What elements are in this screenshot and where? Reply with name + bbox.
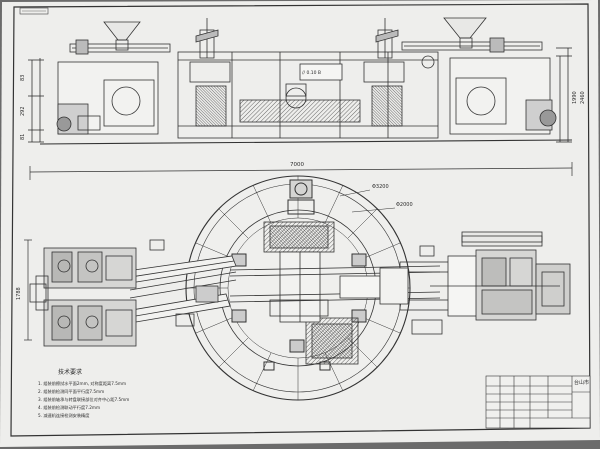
dim-left-292: 292 [20,106,26,116]
technical-requirements: 技术要求 1. 组装前擦拭水平面2mm, 对称度距离7.5mm 2. 组装前检测… [38,368,129,419]
overall-width-dimension [29,162,573,180]
title-block [485,375,591,429]
dim-overall-width: 7000 [290,162,304,168]
right-screw-barrel [401,41,543,51]
dim-diameter-inner: Φ2000 [396,202,413,208]
center-readout: // 0.10 B [302,70,321,76]
right-cylinder [371,85,403,127]
tech-req-item-3: 3. 组装前轴承与转盘联接部位对齐中心距7.5mm [38,396,129,403]
plan-left-dimension [24,239,32,341]
dim-right-2460: 2460 [580,91,586,104]
title-block-company: 台山市 [574,379,589,386]
sheet-corner-box [19,7,49,15]
left-injection-units [29,239,237,347]
dim-left-81: 81 [20,134,26,140]
dim-diameter-outer: Φ3200 [372,184,389,190]
top-elevation-view [28,17,573,145]
tech-req-item-2: 2. 组装前检测同平面平行度7.5mm [38,388,104,395]
tech-req-title: 技术要求 [58,368,82,376]
tech-req-item-4: 4. 组装前检测联动平行度7.2mm [38,404,100,411]
dim-right-1990: 1990 [572,91,578,104]
tech-req-item-5: 5. 减速机连接检测安装精度 [38,412,90,419]
right-injection-unit [379,231,571,335]
left-screw-barrel [69,43,171,53]
diameter-leaders [339,189,396,213]
center-cross-frame [229,221,441,365]
dim-plan-left: 1788 [16,287,22,300]
tech-req-item-1: 1. 组装前擦拭水平面2mm, 对称度距离7.5mm [38,380,126,387]
center-frame [177,51,439,139]
dim-left-83: 83 [20,75,26,81]
left-cylinder [195,85,227,127]
left-base-unit [57,61,159,135]
